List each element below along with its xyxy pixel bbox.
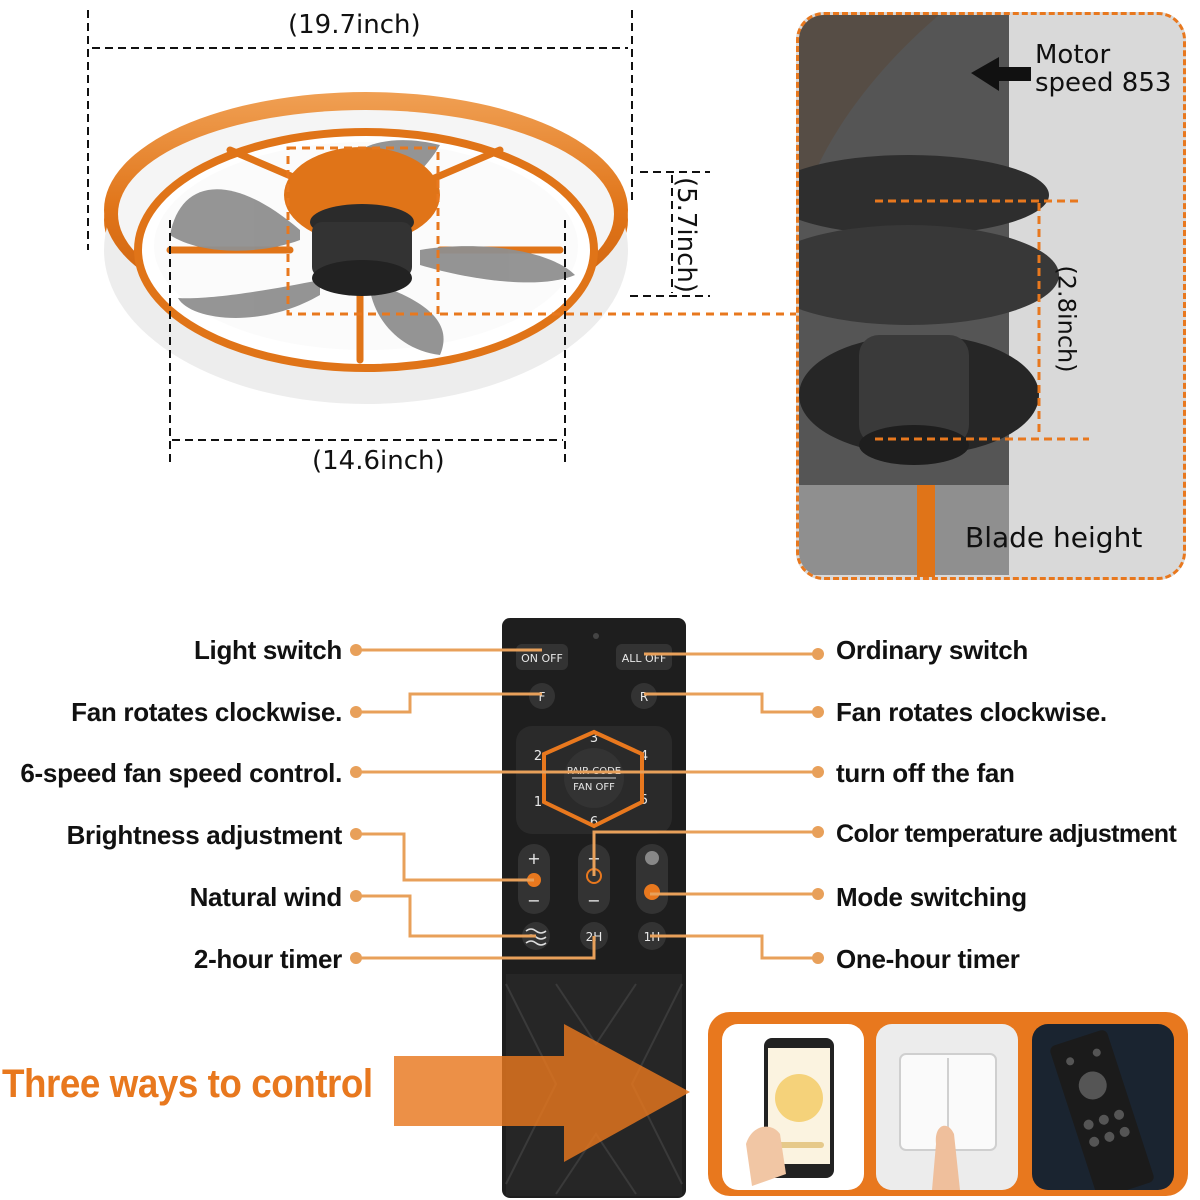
label-turn-off-fan: turn off the fan	[836, 758, 1015, 788]
speed-3-button[interactable]: 3	[590, 731, 598, 746]
label-ordinary-switch: Ordinary switch	[836, 635, 1028, 665]
svg-text:F: F	[539, 690, 546, 704]
callout-lines	[350, 644, 824, 964]
blade-height-value: (2.8inch)	[1052, 265, 1081, 373]
svg-text:−: −	[587, 891, 600, 910]
dimension-lines	[87, 10, 710, 465]
remote-icon	[1050, 1030, 1154, 1190]
fan-diagram	[87, 10, 800, 465]
label-natural-wind: Natural wind	[189, 882, 343, 912]
label-six-speed: 6-speed fan speed control.	[20, 758, 342, 788]
blade-height-label: Blade height	[965, 521, 1143, 554]
speed-2-button[interactable]: 2	[534, 749, 542, 764]
smartphone-app-icon	[746, 1038, 834, 1186]
svg-text:ON OFF: ON OFF	[521, 652, 563, 665]
dimension-inner-diameter: (14.6inch)	[312, 446, 445, 476]
app-control-tile	[722, 1024, 864, 1190]
label-light-switch: Light switch	[193, 635, 342, 665]
dimension-overall-diameter: (19.7inch)	[288, 10, 421, 40]
inset-motor-closeup	[799, 15, 1089, 577]
label-color-temp: Color temperature adjustment	[836, 820, 1177, 848]
blade-height-inset: Motor speed 853 (2.8inch) Blade height	[796, 12, 1186, 580]
label-fan-clockwise-right: Fan rotates clockwise.	[836, 697, 1107, 727]
label-2h-timer: 2-hour timer	[193, 944, 342, 974]
label-mode-switching: Mode switching	[836, 882, 1027, 912]
motor-speed-text: Motor speed 853	[1035, 40, 1172, 98]
svg-text:+: +	[527, 849, 540, 868]
remote-control-tile	[1032, 1024, 1174, 1190]
svg-text:FAN OFF: FAN OFF	[573, 782, 615, 793]
dimension-height: (5.7inch)	[671, 176, 702, 294]
mode-switch-button[interactable]	[636, 844, 668, 914]
color-temp-rocker[interactable]: + −	[578, 844, 610, 914]
remote-control: ON OFF ALL OFF F R 3 2 4 1 5 6 PAIR CODE…	[502, 618, 686, 1198]
wall-switch-icon	[899, 1053, 997, 1190]
svg-text:−: −	[527, 891, 540, 910]
label-brightness: Brightness adjustment	[66, 820, 343, 850]
three-ways-title: Three ways to control	[2, 1062, 373, 1106]
speed-6-button[interactable]: 6	[590, 815, 598, 830]
speed-1-button[interactable]: 1	[534, 795, 542, 810]
forward-button[interactable]: F	[529, 683, 555, 709]
label-fan-clockwise-left: Fan rotates clockwise.	[71, 697, 342, 727]
control-methods-panel	[708, 1012, 1188, 1196]
arrow-graphic	[394, 1024, 690, 1162]
label-1h-timer: One-hour timer	[836, 944, 1020, 974]
reverse-button[interactable]: R	[631, 683, 657, 709]
wall-switch-tile	[876, 1024, 1018, 1190]
svg-text:R: R	[640, 690, 648, 704]
